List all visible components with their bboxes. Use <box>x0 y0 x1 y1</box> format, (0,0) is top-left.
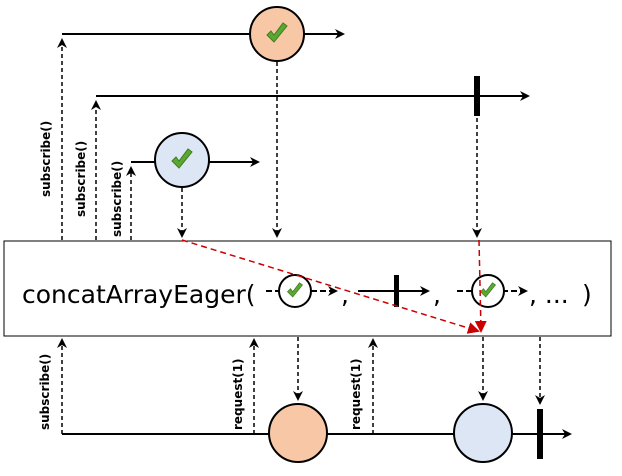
output-timeline <box>62 403 572 463</box>
prefetch-arrow-diagonal <box>181 239 480 334</box>
operator-sep-3: , ... <box>529 280 569 309</box>
arg-1 <box>266 274 338 308</box>
request-label-1: request(1) <box>231 358 245 430</box>
output-marble-2 <box>453 403 513 463</box>
operator-close: ) <box>582 280 592 309</box>
subscribe-label-3: subscribe() <box>110 161 124 237</box>
subscribe-label-1: subscribe() <box>39 121 53 197</box>
operator-sep-2: , <box>433 280 441 309</box>
operator-sep-1: , <box>341 280 349 309</box>
arg-2 <box>358 275 430 307</box>
operator-name: concatArrayEager( <box>22 280 255 309</box>
subscribe-label-out: subscribe() <box>38 354 52 430</box>
request-label-2: request(1) <box>349 358 363 430</box>
source-2-timeline <box>96 76 530 116</box>
output-marble-1 <box>268 403 328 463</box>
source-3-marble <box>154 132 210 188</box>
completion-bar <box>474 76 480 116</box>
subscribe-label-2: subscribe() <box>74 141 88 217</box>
prefetch-arrow-vertical <box>474 239 487 333</box>
completion-bar <box>394 275 399 307</box>
completion-bar <box>537 409 543 459</box>
source-1-marble <box>249 6 305 62</box>
